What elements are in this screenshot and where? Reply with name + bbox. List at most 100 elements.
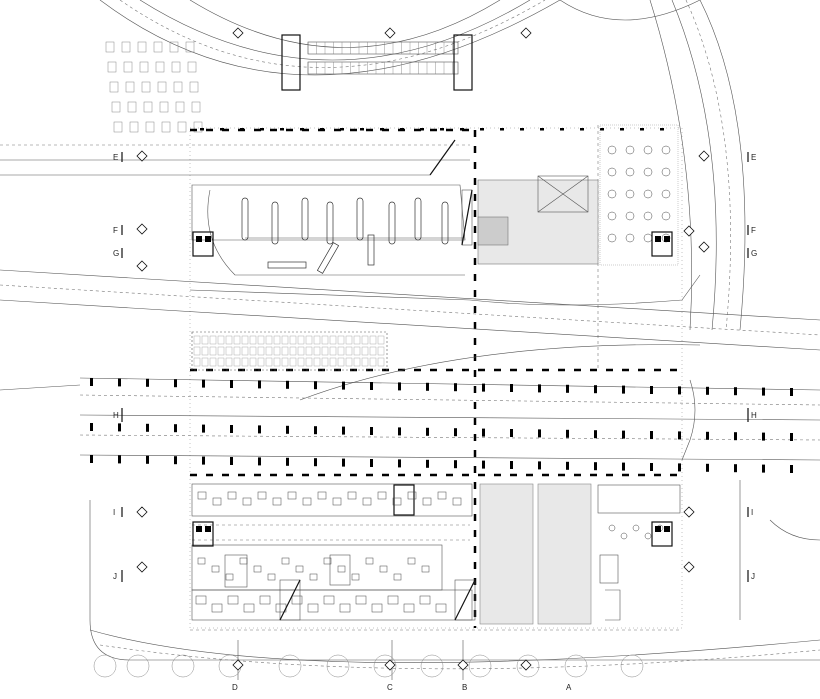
desk <box>197 491 207 500</box>
column <box>370 382 373 390</box>
column <box>286 380 289 389</box>
deck-bay <box>313 346 321 356</box>
deck-bay <box>289 335 297 345</box>
column <box>380 128 384 131</box>
top-left-parking <box>105 41 203 133</box>
deck-bay <box>353 335 361 345</box>
column <box>538 429 541 438</box>
column <box>566 429 569 438</box>
desk <box>211 603 223 613</box>
elevator-core-icon <box>651 231 673 257</box>
deck-bay <box>281 357 289 367</box>
parking-bay <box>113 121 123 133</box>
bus-bay <box>301 197 309 241</box>
deck-bay <box>313 335 321 345</box>
desk <box>403 603 415 613</box>
parking-bay <box>157 81 167 93</box>
desk <box>422 497 432 506</box>
plaza-table <box>607 145 617 155</box>
parking-bay <box>137 41 147 53</box>
deck-bay <box>225 335 233 345</box>
deck-bay <box>257 346 265 356</box>
column <box>566 461 569 470</box>
column <box>202 424 205 433</box>
building-outline <box>189 125 683 631</box>
tree <box>171 654 195 678</box>
deck-bay <box>337 346 345 356</box>
deck-bay <box>225 357 233 367</box>
desk <box>225 573 234 581</box>
plaza-table <box>625 145 635 155</box>
parking-bay <box>129 121 139 133</box>
deck-bay <box>233 357 241 367</box>
elevator-cores <box>192 231 673 547</box>
desk <box>371 603 383 613</box>
parking-bay <box>193 121 203 133</box>
column <box>90 423 93 431</box>
deck-bay <box>193 346 201 356</box>
column <box>118 378 121 387</box>
desk <box>407 557 416 565</box>
column <box>482 460 485 469</box>
top-parking-bays <box>307 42 453 74</box>
diamond-marker-icon <box>384 659 396 671</box>
parking-deck-bays <box>193 335 385 367</box>
column <box>482 383 485 392</box>
bus-bay <box>388 201 396 245</box>
desk <box>365 557 374 565</box>
diamond-marker-icon <box>698 241 710 253</box>
column <box>734 432 737 441</box>
desk <box>257 491 267 500</box>
tree <box>516 654 540 678</box>
column <box>118 423 121 432</box>
column <box>340 128 344 131</box>
column <box>620 128 624 131</box>
desk <box>227 595 239 605</box>
column <box>202 379 205 388</box>
deck-bay <box>249 346 257 356</box>
column <box>258 457 261 466</box>
bus-bays <box>241 197 449 274</box>
plaza-table <box>607 167 617 177</box>
bus-bay <box>271 201 279 245</box>
column <box>174 456 177 465</box>
desk <box>287 491 297 500</box>
desk <box>302 497 312 506</box>
column <box>566 384 569 393</box>
column <box>342 458 345 467</box>
deck-bay <box>321 357 329 367</box>
tree <box>326 654 350 678</box>
desk <box>227 491 237 500</box>
office-desks <box>195 491 664 613</box>
deck-bay <box>329 357 337 367</box>
deck-bay <box>241 335 249 345</box>
deck-bay <box>377 357 385 367</box>
column <box>622 462 625 471</box>
bus <box>367 234 375 266</box>
deck-bay <box>289 346 297 356</box>
deck-bay <box>273 357 281 367</box>
column <box>420 128 424 131</box>
section-label-j-left: J <box>113 572 117 581</box>
tree <box>620 654 644 678</box>
plaza-table <box>625 189 635 199</box>
deck-bay <box>193 335 201 345</box>
diamond-marker-icon <box>457 659 469 671</box>
column <box>480 128 484 131</box>
column <box>594 430 597 439</box>
plaza-table <box>643 145 653 155</box>
diamond-marker-icon <box>683 225 695 237</box>
deck-bay <box>257 335 265 345</box>
column <box>706 431 709 440</box>
tree <box>468 654 492 678</box>
section-label-i-right: I <box>751 508 753 517</box>
column <box>230 457 233 465</box>
column <box>426 382 429 391</box>
deck-bay <box>241 346 249 356</box>
deck-bay <box>361 357 369 367</box>
parking-bay <box>169 41 179 53</box>
column <box>650 386 653 394</box>
desk <box>195 595 207 605</box>
plaza-table <box>661 145 671 155</box>
column <box>300 128 304 131</box>
